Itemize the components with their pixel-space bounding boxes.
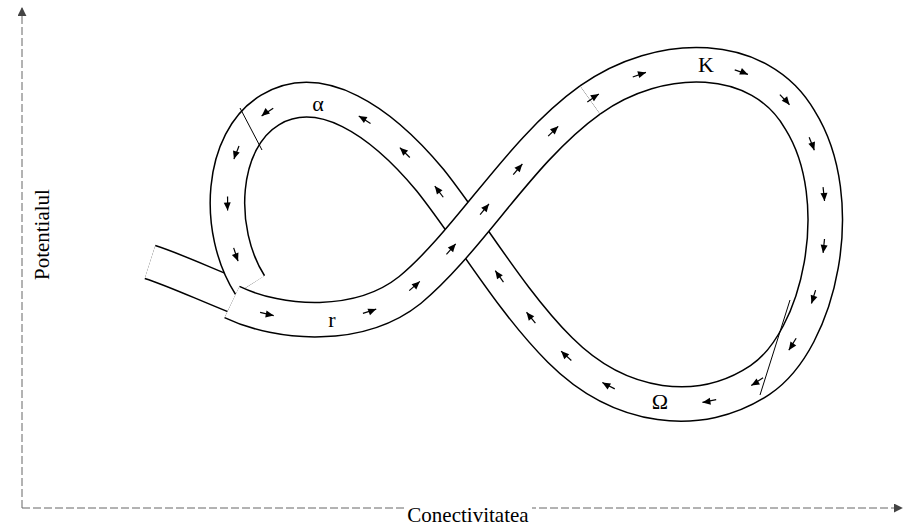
- flow-arrow: [524, 310, 536, 323]
- flow-arrow: [363, 306, 378, 315]
- flow-arrow: [750, 378, 764, 389]
- flow-arrow: [820, 187, 828, 201]
- flow-arrow: [559, 349, 572, 361]
- flow-arrow: [492, 269, 503, 282]
- flow-arrow: [780, 95, 792, 107]
- axis-title: Conectivitatea: [404, 504, 531, 527]
- flow-arrow: [357, 113, 371, 124]
- band-back-loop: [227, 65, 825, 404]
- flow-arrow: [548, 124, 560, 136]
- flow-arrow: [786, 338, 796, 352]
- flow-arrow: [633, 69, 647, 78]
- phase-label: K: [695, 53, 717, 77]
- phase-label: α: [309, 92, 327, 116]
- phase-label: Ω: [649, 390, 671, 414]
- flow-arrow: [480, 202, 492, 215]
- flow-arrow: [409, 279, 422, 291]
- phase-label: r: [325, 308, 338, 332]
- flow-arrow: [513, 162, 525, 175]
- flow-arrow: [432, 184, 443, 197]
- flow-arrow: [231, 146, 240, 160]
- flow-arrow: [587, 91, 600, 102]
- y-axis: [22, 8, 23, 508]
- flow-arrow: [259, 108, 273, 118]
- flow-centerline: [227, 65, 825, 404]
- flow-arrow: [224, 196, 231, 210]
- flow-arrow: [702, 398, 716, 406]
- flow-arrow: [808, 137, 817, 151]
- flow-arrow: [808, 290, 817, 305]
- flow-arrow: [232, 248, 241, 263]
- flow-arrows: [224, 68, 828, 406]
- fold-line: [240, 108, 262, 150]
- band-front-strip: [232, 100, 590, 320]
- flow-arrow: [735, 68, 750, 78]
- flow-arrow: [260, 311, 274, 319]
- fold-line: [760, 300, 790, 395]
- axis-title: Potentialul: [30, 187, 53, 284]
- flow-arrow: [820, 239, 828, 253]
- flow-arrow: [601, 379, 615, 389]
- flow-arrow: [446, 242, 458, 255]
- flow-arrow: [397, 145, 409, 157]
